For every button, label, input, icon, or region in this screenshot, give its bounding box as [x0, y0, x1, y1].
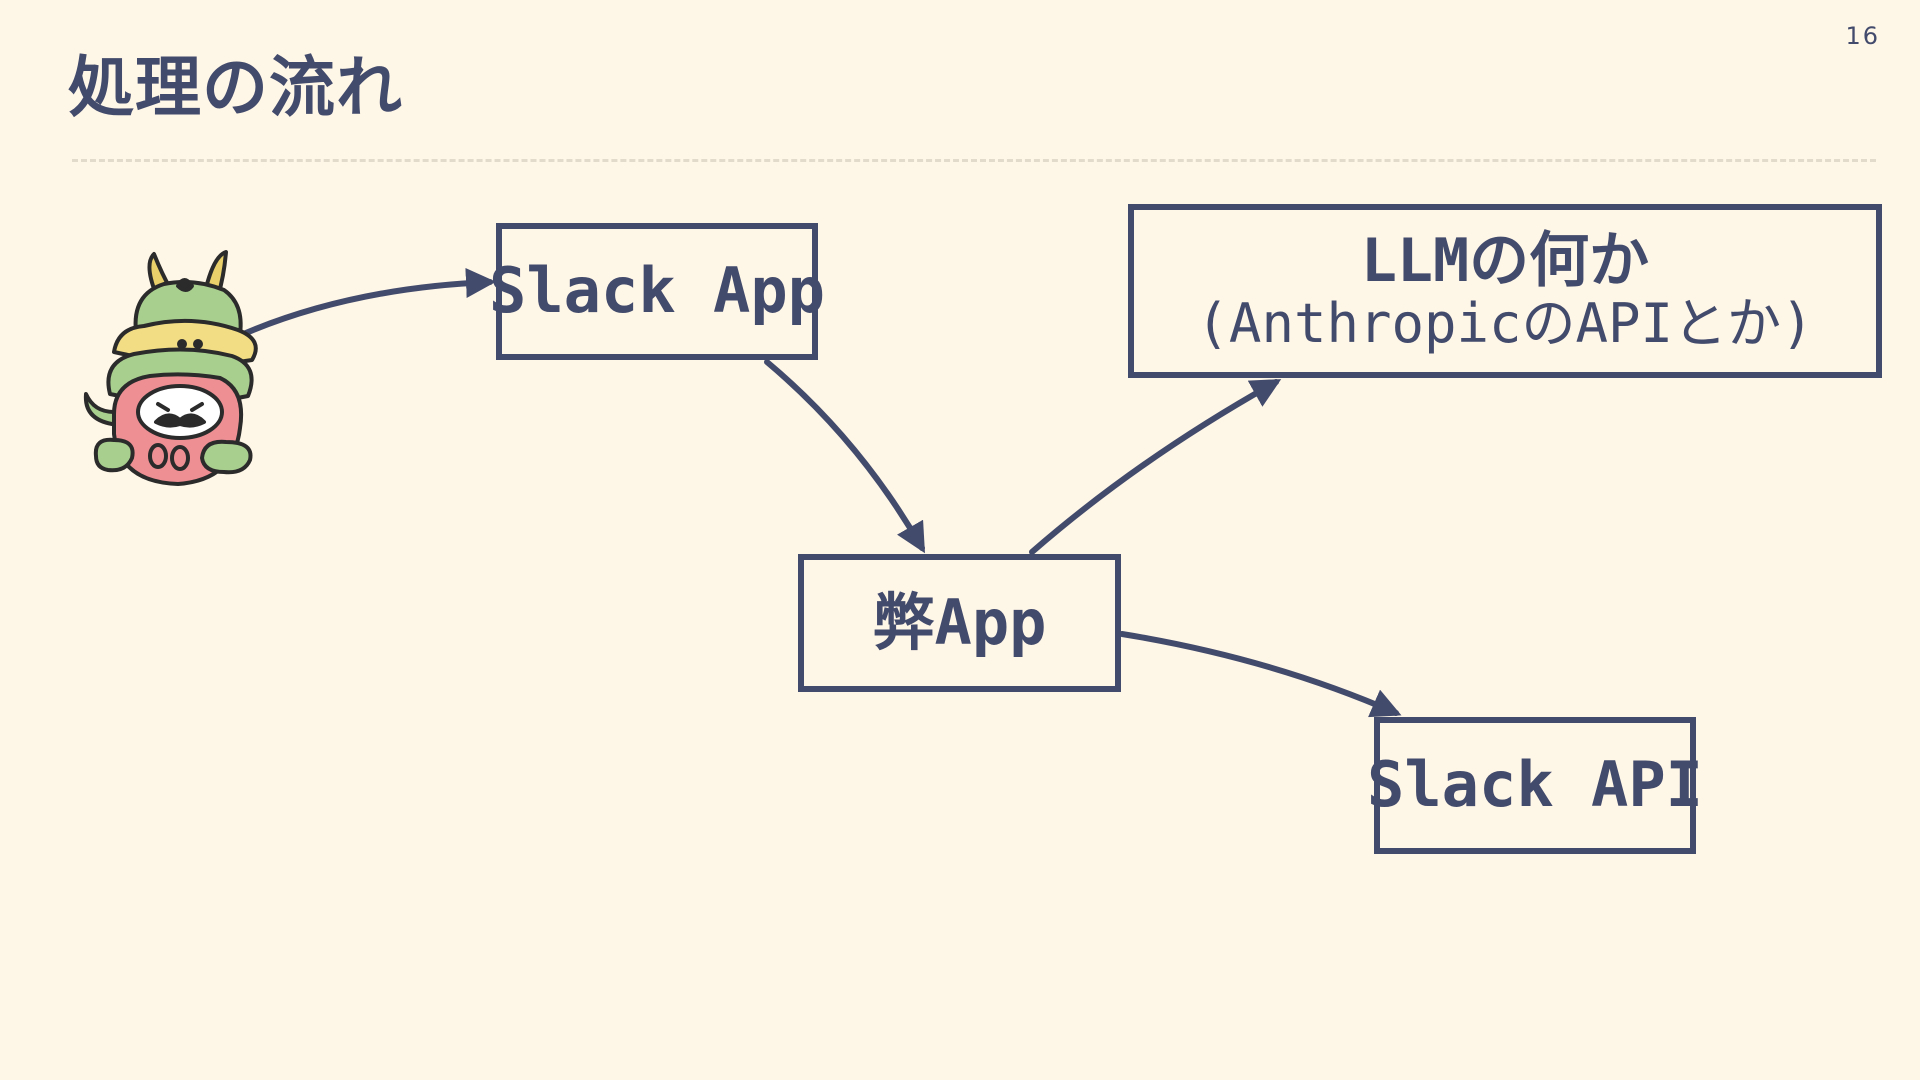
page-title: 処理の流れ	[68, 49, 403, 126]
node-llm: LLMの何か (AnthropicのAPIとか)	[1128, 204, 1882, 378]
node-slack-api-label: Slack API	[1367, 748, 1703, 822]
arrow-user-to-slack-app	[229, 268, 496, 342]
node-llm-label: LLMの何か	[1360, 226, 1650, 297]
node-hei-app: 弊App	[798, 554, 1121, 692]
dragon-mascot-icon	[83, 250, 258, 486]
arrow-hei-app-to-slack-api	[1119, 631, 1402, 718]
node-slack-api: Slack API	[1367, 717, 1703, 854]
node-slack-app: Slack App	[489, 223, 825, 360]
node-llm-sublabel: (AnthropicのAPIとか)	[1196, 292, 1814, 356]
title-divider	[72, 159, 1876, 162]
page-number: 16	[1845, 22, 1880, 50]
node-slack-app-label: Slack App	[489, 254, 825, 328]
node-hei-app-label: 弊App	[872, 585, 1047, 659]
arrow-slack-app-to-hei-app	[764, 359, 925, 554]
arrow-hei-app-to-llm	[1029, 379, 1282, 555]
